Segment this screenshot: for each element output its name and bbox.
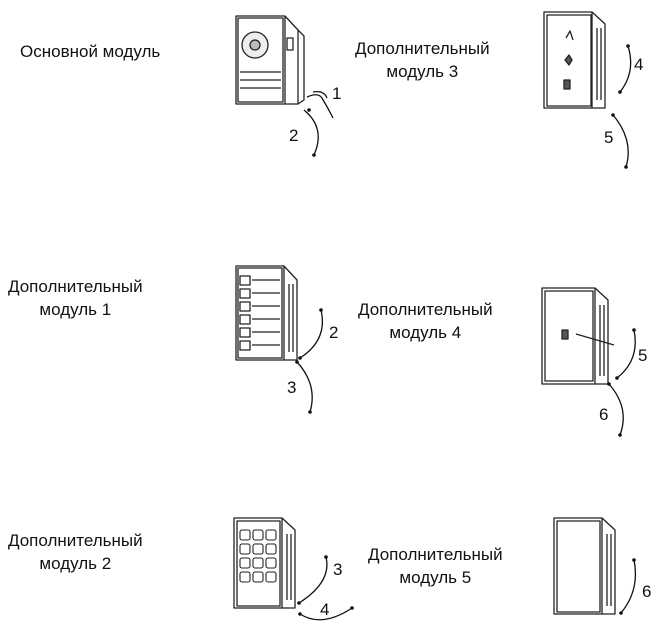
ext-module-3-cable-4 xyxy=(619,45,632,93)
ext-module-5-label-line1: Дополнительный xyxy=(368,545,503,564)
ext-module-3-label-line2: модуль 3 xyxy=(386,62,459,81)
ext-module-4-cable-5 xyxy=(616,329,636,379)
ext-module-1-cable-2-number: 2 xyxy=(329,323,339,342)
ext-module-3-label: Дополнительный модуль 3 xyxy=(355,37,490,83)
ext-module-5-label-line2: модуль 5 xyxy=(399,568,472,587)
ext-module-1-label-line2: модуль 1 xyxy=(39,300,112,319)
ext-module-3-cable-5 xyxy=(612,114,629,168)
ext-module-2-label-line1: Дополнительный xyxy=(8,531,143,550)
ext-module-3-cable-5-number: 5 xyxy=(604,128,614,147)
ext-module-1-device xyxy=(235,265,298,361)
main-module-label: Основной модуль xyxy=(20,42,161,61)
ext-module-4-label-line1: Дополнительный xyxy=(358,300,493,319)
ext-module-5-device xyxy=(553,517,616,615)
ext-module-3-device xyxy=(543,11,606,109)
main-cable-2-number: 2 xyxy=(289,126,299,145)
main-cable-1-number: 1 xyxy=(332,84,342,103)
ext-module-2-device xyxy=(233,517,296,609)
ext-module-1-cable-3 xyxy=(296,361,313,413)
ext-module-5-label: Дополнительный модуль 5 xyxy=(368,543,503,589)
ext-module-1-label: Дополнительный модуль 1 xyxy=(8,275,143,321)
main-cable-2 xyxy=(303,109,319,156)
ext-module-1-cable-3-number: 3 xyxy=(287,378,297,397)
ext-module-1-label-line1: Дополнительный xyxy=(8,277,143,296)
ext-module-2-label: Дополнительный модуль 2 xyxy=(8,529,143,575)
ext-module-4-device xyxy=(541,287,615,385)
ext-module-3-cable-4-number: 4 xyxy=(634,55,644,74)
ext-module-2-cable-3-number: 3 xyxy=(333,560,343,579)
main-cable-1-detail xyxy=(312,90,328,99)
ext-module-5-cable-6-number: 6 xyxy=(642,582,652,601)
ext-module-4-cable-5-number: 5 xyxy=(638,346,648,365)
ext-module-3-label-line1: Дополнительный xyxy=(355,39,490,58)
ext-module-4-cable-6-number: 6 xyxy=(599,405,609,424)
ext-module-5-cable-6 xyxy=(620,559,637,614)
ext-module-2-cable-4-number: 4 xyxy=(320,600,330,619)
main-module-device xyxy=(235,15,305,105)
ext-module-2-label-line2: модуль 2 xyxy=(39,554,112,573)
ext-module-4-label: Дополнительный модуль 4 xyxy=(358,298,493,344)
ext-module-1-cable-2 xyxy=(299,309,323,359)
ext-module-2-cable-3 xyxy=(298,556,328,604)
ext-module-4-label-line2: модуль 4 xyxy=(389,323,462,342)
ext-module-2-cable-4 xyxy=(299,607,353,621)
ext-module-4-cable-6 xyxy=(608,383,624,436)
main-cable-1 xyxy=(306,94,334,119)
